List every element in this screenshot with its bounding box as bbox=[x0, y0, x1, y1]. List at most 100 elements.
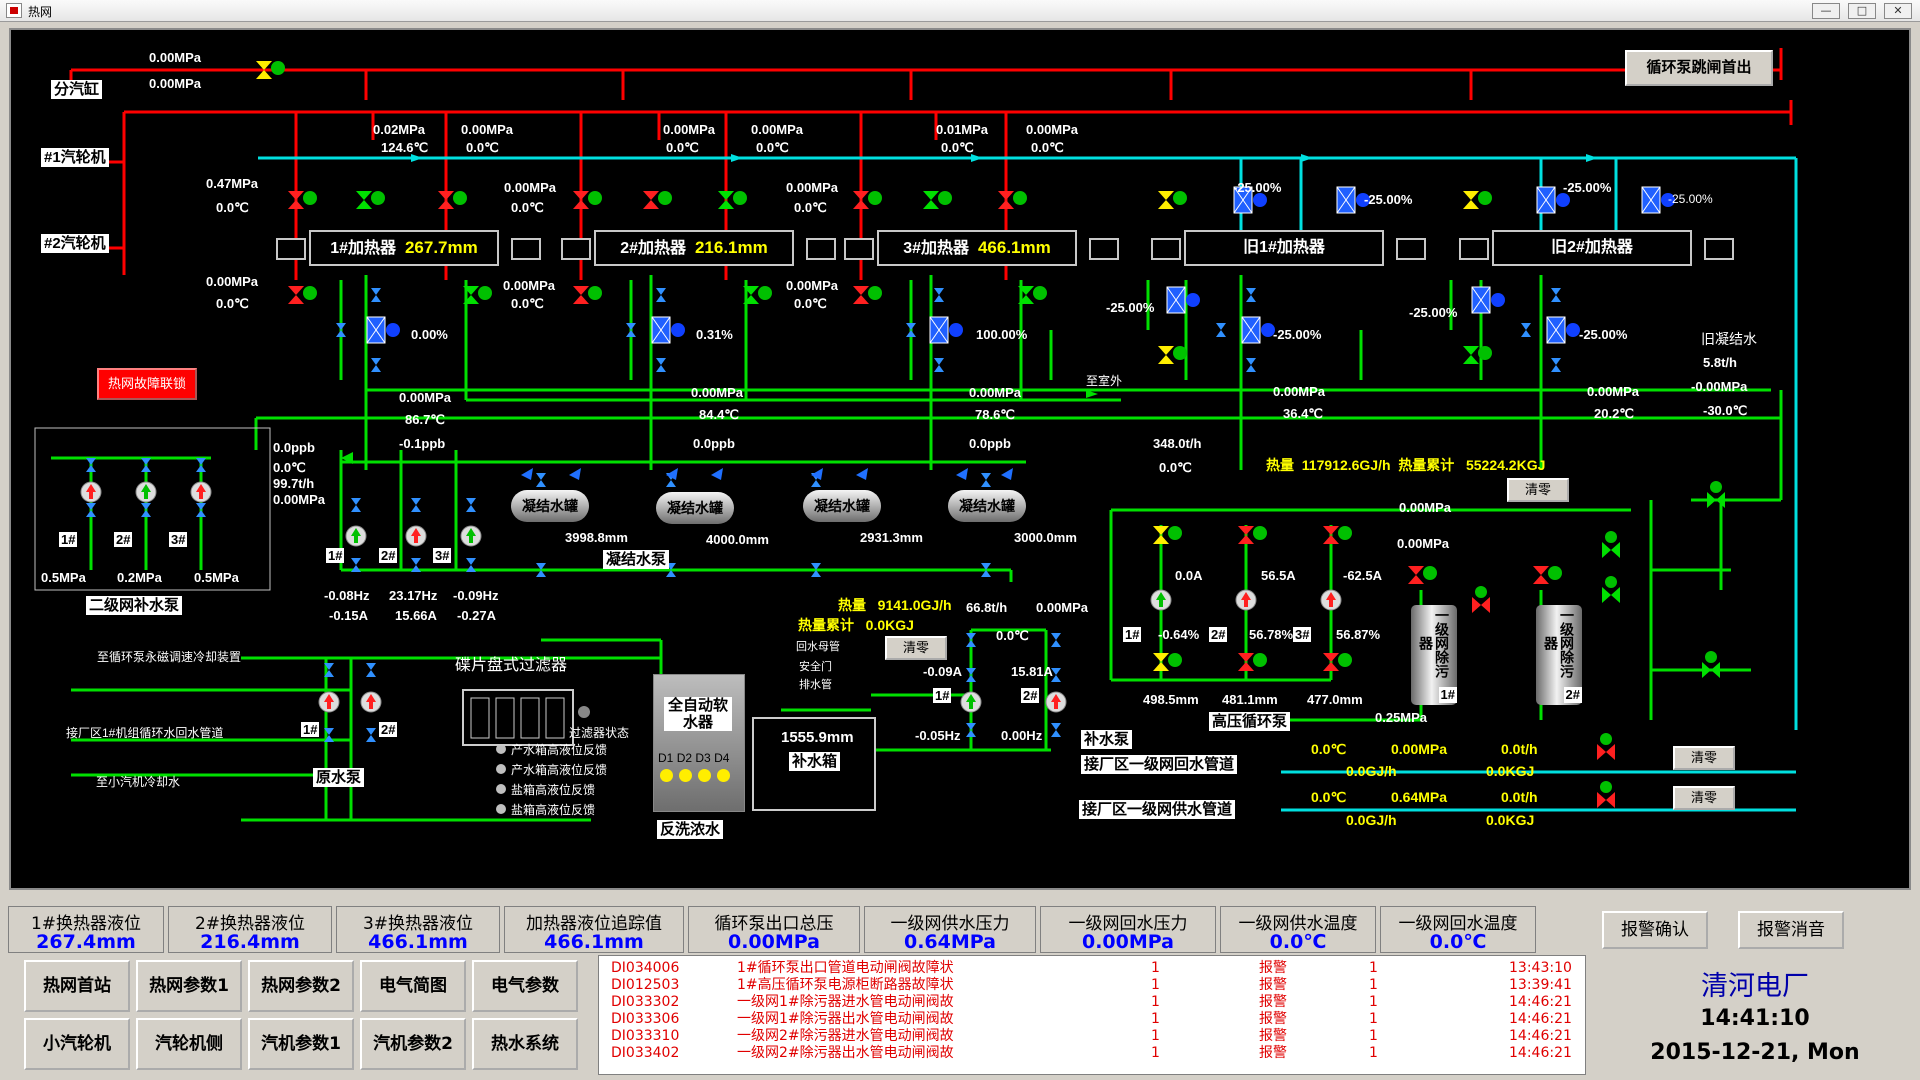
alarm-ack-button[interactable]: 报警确认 bbox=[1602, 911, 1708, 949]
hp-lvl3: 477.0mm bbox=[1307, 692, 1363, 707]
alarm-id: DI033310 bbox=[611, 1028, 680, 1044]
heater3-cap-right bbox=[1089, 238, 1119, 260]
softener-name: 全自动软水器 bbox=[664, 697, 732, 731]
measure-u: 0.00MPa bbox=[503, 278, 556, 293]
title-bar: 热网 — □ ✕ bbox=[0, 0, 1920, 22]
valve-pct-12: 100.00% bbox=[976, 327, 1028, 342]
alarm-t: 13:43:10 bbox=[1509, 960, 1572, 976]
condpump2-label: 2# bbox=[379, 548, 398, 563]
softener-indicators bbox=[660, 769, 740, 783]
split-cylinder-label: 分汽缸 bbox=[51, 80, 103, 99]
makeup2-flow: 99.7t/h bbox=[273, 476, 315, 491]
clear-button-1[interactable]: 清零 bbox=[1507, 478, 1569, 502]
nav-btn-6[interactable]: 小汽轮机 bbox=[24, 1018, 130, 1070]
net-return-label: 接厂区一级网回水管道 bbox=[1081, 755, 1238, 774]
measure-q: 0.00MPa bbox=[786, 180, 839, 195]
raw-line-3: 至小汽机冷却水 bbox=[96, 775, 181, 789]
makeup-hz1: -0.05Hz bbox=[915, 728, 961, 743]
drain-flow-temp: 0.0℃ bbox=[1159, 460, 1192, 475]
nav-btn-10[interactable]: 热水系统 bbox=[472, 1018, 578, 1070]
alarm-n: 1 bbox=[1151, 1011, 1160, 1027]
makeup2-press2: 0.2MPa bbox=[117, 570, 162, 585]
drain-ppb1: -0.1ppb bbox=[399, 436, 446, 451]
old-condensate-pressure: -0.00MPa bbox=[1691, 379, 1748, 394]
top-pressure-1: 0.00MPa bbox=[149, 50, 202, 65]
alarm-id: DI033306 bbox=[611, 1011, 680, 1027]
drain-flow: 348.0t/h bbox=[1153, 436, 1202, 451]
nav-btn-8[interactable]: 汽机参数1 bbox=[248, 1018, 354, 1070]
nav-btn-7[interactable]: 汽轮机侧 bbox=[136, 1018, 242, 1070]
net-supply-temp: 0.0℃ bbox=[1311, 789, 1347, 805]
valve-pct-2: -25.00% bbox=[1364, 192, 1413, 207]
hp-circ-pressure2: 0.00MPa bbox=[1397, 536, 1450, 551]
nav-btn-5[interactable]: 电气参数 bbox=[472, 960, 578, 1012]
misc-drain: 排水管 bbox=[799, 679, 832, 691]
alarm-mute-button[interactable]: 报警消音 bbox=[1738, 911, 1844, 949]
alarm-s: 报警 bbox=[1259, 1028, 1287, 1044]
heater2-cap-right bbox=[806, 238, 836, 260]
hp-circ-pressure: 0.00MPa bbox=[1399, 500, 1452, 515]
makeup2-press3: 0.5MPa bbox=[194, 570, 239, 585]
drain-t1: 86.7℃ bbox=[405, 412, 445, 427]
drain-p3: 0.00MPa bbox=[969, 385, 1022, 400]
makeup2-ppb: 0.0ppb bbox=[273, 440, 315, 455]
makeup2-pump2-label: 2# bbox=[114, 532, 133, 547]
fault-interlock-button[interactable]: 热网故障联锁 bbox=[97, 368, 197, 400]
valve-pct-8: -25.00% bbox=[1579, 327, 1628, 342]
pump-trip-button[interactable]: 循环泵跳闸首出 bbox=[1625, 50, 1773, 86]
alarm-c: 1 bbox=[1369, 1011, 1378, 1027]
alarm-desc: 一级网1#除污器出水管电动闸阀故 bbox=[737, 1011, 954, 1027]
alarm-desc: 1#高压循环泵电源柜断路器故障状 bbox=[737, 977, 954, 993]
measure-w: 0.00MPa bbox=[786, 278, 839, 293]
condpump3-label: 3# bbox=[433, 548, 452, 563]
alarm-c: 1 bbox=[1369, 994, 1378, 1010]
maximize-button[interactable]: □ bbox=[1848, 3, 1876, 19]
cond-tank-3: 凝结水罐 bbox=[803, 490, 881, 522]
hp-pump1-pct: -0.64% bbox=[1158, 627, 1200, 642]
nav-btn-2[interactable]: 热网参数1 bbox=[136, 960, 242, 1012]
nav-btn-9[interactable]: 汽机参数2 bbox=[360, 1018, 466, 1070]
filter-fb-3: 盐箱高液位反馈 bbox=[511, 783, 596, 797]
raw-line-1: 至循环泵永磁调速冷却装置 bbox=[97, 650, 242, 664]
clear-button-4[interactable]: 清零 bbox=[1673, 786, 1735, 810]
raw-pump2-label: 2# bbox=[379, 722, 398, 737]
filter-status: 过滤器状态 bbox=[569, 726, 630, 740]
makeup-a2: 15.81A bbox=[1011, 664, 1053, 679]
hp-pump2-label: 2# bbox=[1209, 627, 1228, 642]
valve-pct-6: -25.00% bbox=[1273, 327, 1322, 342]
measure-d: 0.0℃ bbox=[466, 140, 499, 155]
nav-btn-4[interactable]: 电气简图 bbox=[360, 960, 466, 1012]
heater-2: 2#加热器 216.1mm bbox=[594, 230, 794, 266]
pipe-diagram bbox=[34, 48, 1798, 822]
heater1-cap-left bbox=[276, 238, 306, 260]
alarm-id: DI033402 bbox=[611, 1045, 680, 1061]
minimize-button[interactable]: — bbox=[1812, 3, 1840, 19]
makeup-pressure: 0.00MPa bbox=[1036, 600, 1089, 615]
old-heater1-cap-right bbox=[1396, 238, 1426, 260]
condpump-title: 凝结水泵 bbox=[603, 550, 670, 569]
condpump1-amp: -0.15A bbox=[329, 608, 369, 623]
clear-button-2[interactable]: 清零 bbox=[885, 636, 947, 660]
measure-b: 124.6℃ bbox=[381, 140, 429, 155]
old-heater-1: 旧1#加热器 bbox=[1184, 230, 1384, 266]
alarm-desc: 一级网2#除污器出水管电动闸阀故 bbox=[737, 1045, 954, 1061]
close-button[interactable]: ✕ bbox=[1884, 3, 1912, 19]
raw-pump1-label: 1# bbox=[301, 722, 320, 737]
nav-btn-3[interactable]: 热网参数2 bbox=[248, 960, 354, 1012]
measure-l: 0.0℃ bbox=[1031, 140, 1064, 155]
nav-btn-1[interactable]: 热网首站 bbox=[24, 960, 130, 1012]
alarm-desc: 一级网1#除污器进水管电动闸阀故 bbox=[737, 994, 954, 1010]
condpump3-amp: -0.27A bbox=[457, 608, 497, 623]
makeup-pump2-label: 2# bbox=[1021, 688, 1040, 703]
valve-pct-4: -25.00% bbox=[1668, 192, 1713, 206]
clear-button-3[interactable]: 清零 bbox=[1673, 746, 1735, 770]
